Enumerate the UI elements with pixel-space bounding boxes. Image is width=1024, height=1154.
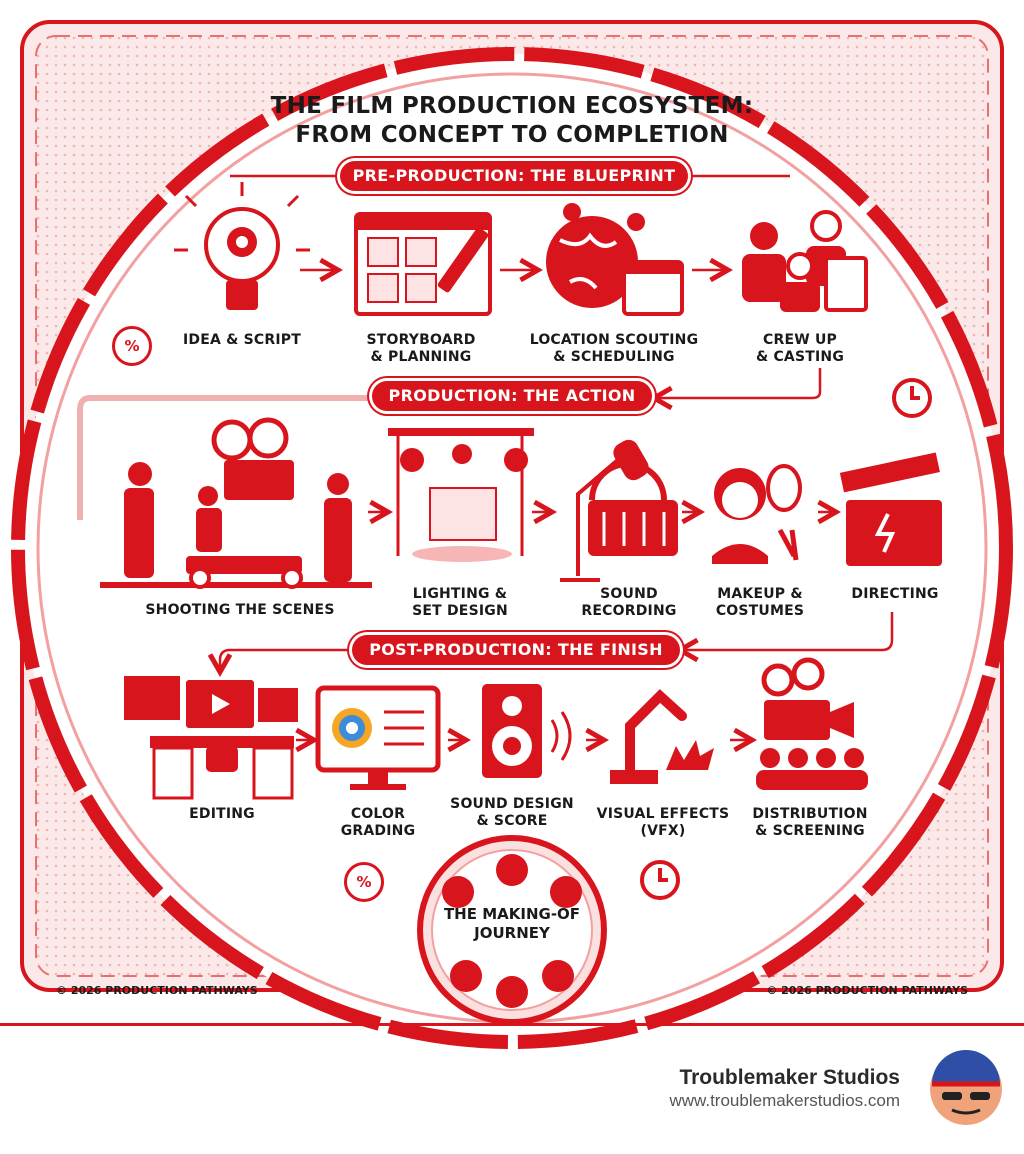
step-label-crew-casting: CREW UP & CASTING — [755, 332, 845, 365]
step-label-editing: EDITING — [189, 806, 255, 822]
section-banner-production: PRODUCTION: THE ACTION — [372, 381, 652, 411]
row-arrows — [296, 270, 836, 740]
flow-lines — [77, 174, 894, 672]
lightbulb-gear-icon — [174, 182, 310, 310]
footer-url[interactable]: www.troublemakerstudios.com — [669, 1091, 900, 1110]
avatar — [930, 1050, 1002, 1125]
percent-icon: % — [344, 862, 384, 902]
step-label-sound-design: SOUND DESIGN & SCORE — [450, 796, 574, 829]
color-wheel-monitor-icon — [315, 685, 441, 790]
step-label-makeup-costumes: MAKEUP & COSTUMES — [715, 586, 805, 619]
step-label-distribution: DISTRIBUTION & SCREENING — [752, 806, 868, 839]
section-banner-post-production: POST-PRODUCTION: THE FINISH — [352, 635, 680, 665]
page-title: THE FILM PRODUCTION ECOSYSTEM: FROM CONC… — [212, 92, 812, 150]
step-label-lighting: LIGHTING & SET DESIGN — [412, 586, 508, 619]
step-label-directing: DIRECTING — [851, 586, 939, 602]
speaker-icon — [482, 684, 572, 778]
section-banner-pre-production: PRE-PRODUCTION: THE BLUEPRINT — [340, 161, 688, 191]
copyright-left: © 2026 PRODUCTION PATHWAYS — [56, 984, 258, 997]
robot-arm-explosion-icon — [610, 689, 714, 784]
clock-icons — [640, 378, 932, 900]
footer-brand-name: Troublemaker Studios — [679, 1066, 900, 1089]
step-label-color-grading: COLOR GRADING — [340, 806, 416, 839]
title-line-2: FROM CONCEPT TO COMPLETION — [295, 122, 729, 148]
globe-calendar-icon — [546, 203, 684, 316]
step-label-shooting: SHOOTING THE SCENES — [145, 602, 335, 618]
storyboard-icon — [354, 212, 492, 316]
projector-audience-icon — [756, 657, 868, 790]
makeup-masks-icon — [712, 464, 802, 564]
editing-desk-icon — [124, 676, 298, 800]
step-label-sound-recording: SOUND RECORDING — [581, 586, 677, 619]
step-label-vfx: VISUAL EFFECTS (VFX) — [596, 806, 730, 839]
step-label-idea-script: IDEA & SCRIPT — [183, 332, 301, 348]
percent-icon: % — [112, 326, 152, 366]
microphone-mixer-icon — [560, 439, 678, 582]
crew-people-icon — [742, 210, 868, 312]
clapperboard-icon — [839, 452, 942, 566]
hub-label: THE MAKING-OF JOURNEY — [443, 905, 581, 942]
film-reel-hub — [417, 835, 607, 1025]
copyright-right: © 2026 PRODUCTION PATHWAYS — [766, 984, 968, 997]
footer-divider — [0, 1023, 1024, 1026]
film-crew-camera-icon — [100, 417, 372, 589]
step-label-storyboard: STORYBOARD & PLANNING — [366, 332, 476, 365]
step-label-location-scouting: LOCATION SCOUTING & SCHEDULING — [529, 332, 699, 365]
lighting-rig-icon — [388, 428, 534, 562]
title-line-1: THE FILM PRODUCTION ECOSYSTEM: — [270, 93, 754, 119]
